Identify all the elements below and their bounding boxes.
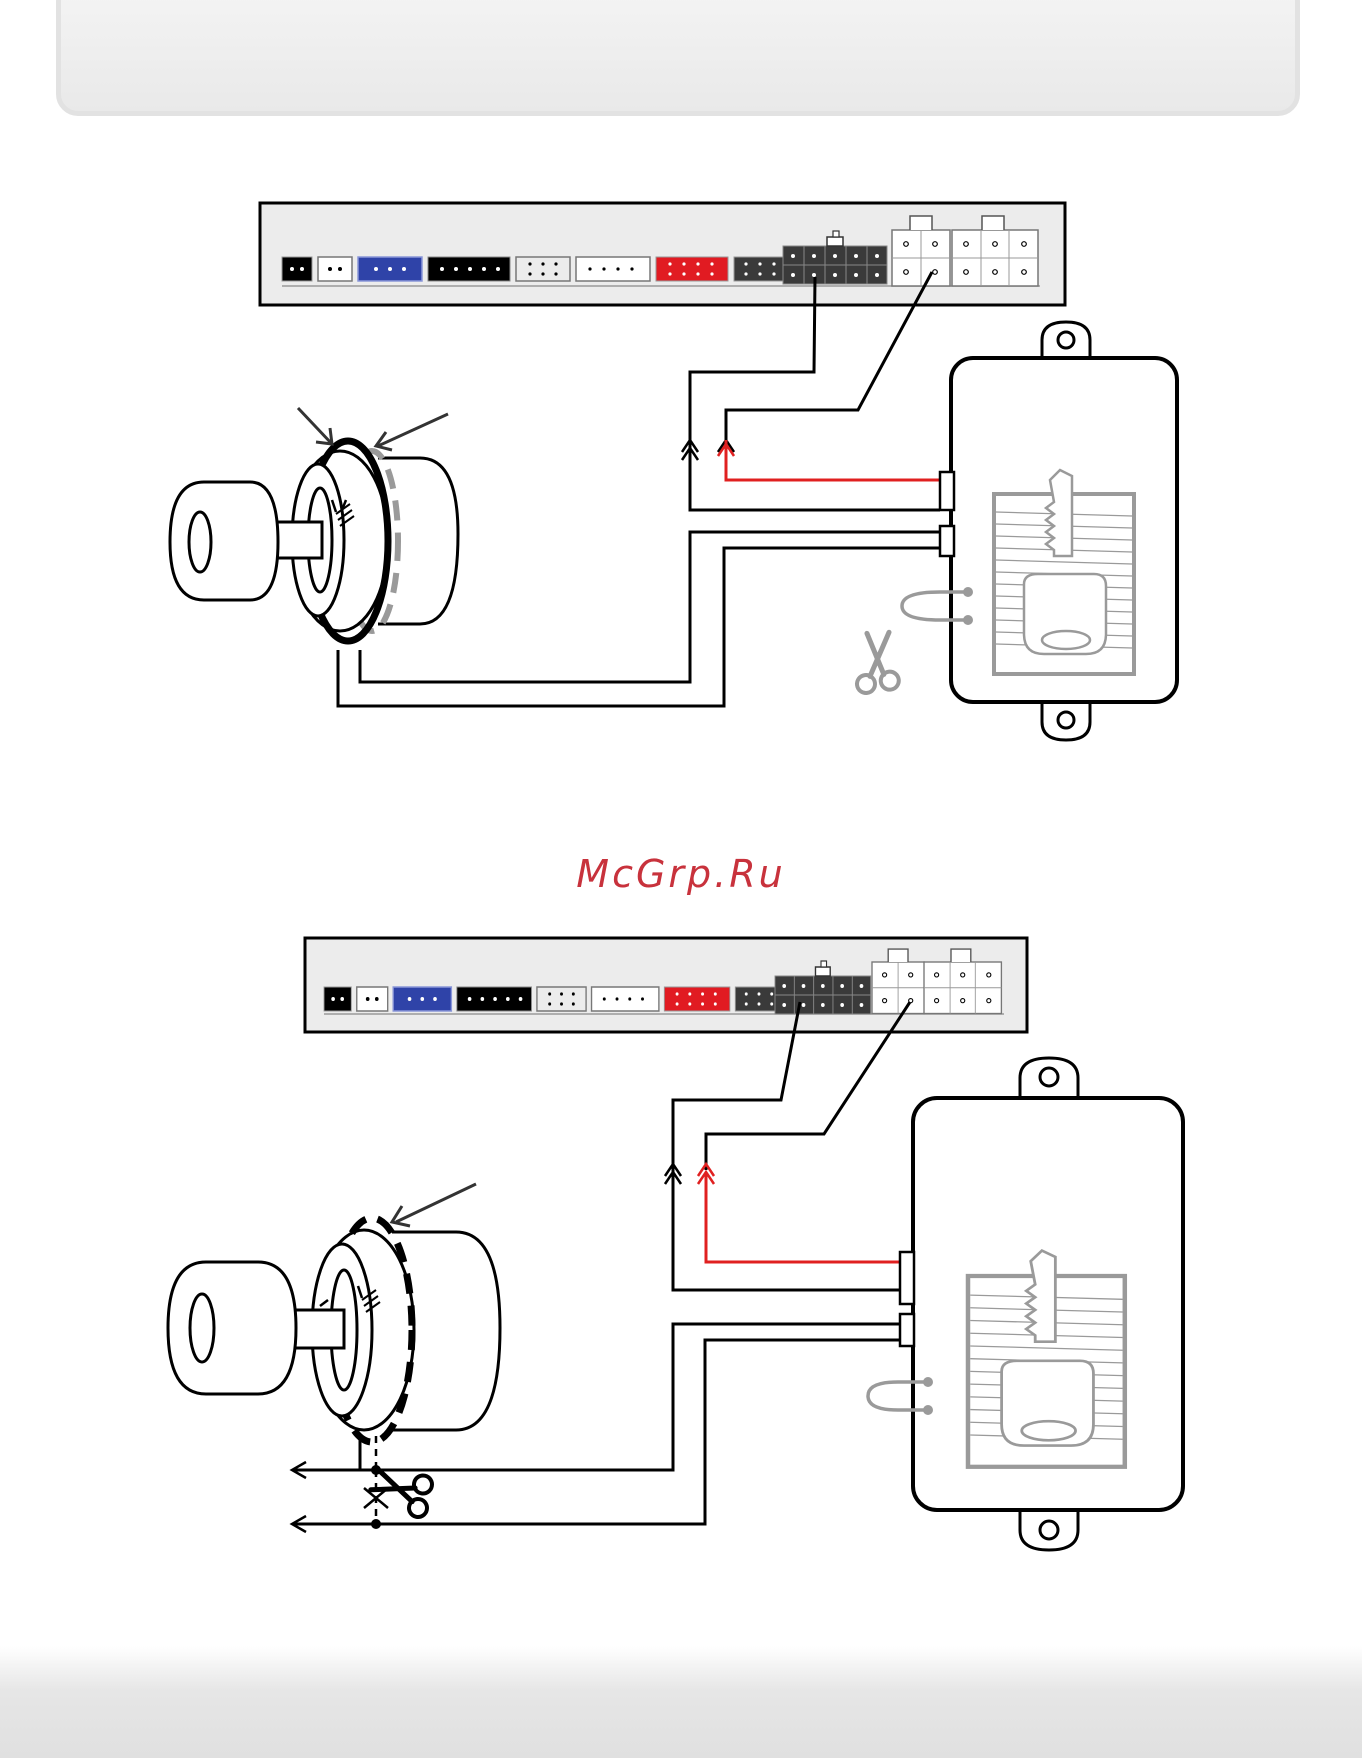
- immobilizer-box-bottom: [868, 1058, 1183, 1550]
- scissors-icon: [850, 630, 900, 694]
- top-diagram: [170, 203, 1177, 740]
- ignition-lock-bottom: [168, 1184, 500, 1442]
- ignition-lock-top: [170, 408, 458, 641]
- watermark: McGrp.Ru: [0, 852, 1362, 896]
- connector-row-bottom: [324, 987, 783, 1011]
- connector-row-top: [282, 257, 786, 281]
- bottom-diagram: [168, 938, 1183, 1550]
